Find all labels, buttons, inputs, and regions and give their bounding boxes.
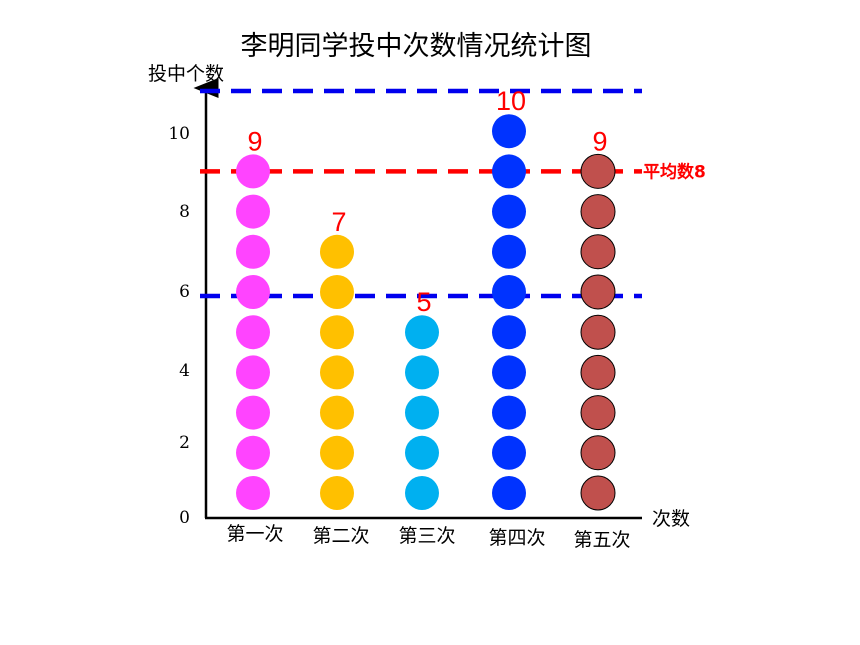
data-dot xyxy=(580,395,616,431)
y-axis-label: 投中个数 xyxy=(148,63,224,85)
data-dot xyxy=(405,435,439,470)
data-dot xyxy=(320,315,354,350)
data-label: 7 xyxy=(331,207,346,237)
chart-title: 李明同学投中次数情况统计图 xyxy=(241,31,592,62)
dot-column xyxy=(405,315,439,510)
data-dot xyxy=(492,476,526,510)
data-dot xyxy=(320,435,354,470)
dot-column xyxy=(320,234,354,510)
data-dot xyxy=(236,194,270,229)
category-label: 第二次 xyxy=(312,525,369,547)
data-dot xyxy=(580,194,616,230)
data-dot xyxy=(580,354,616,390)
category-label: 第五次 xyxy=(573,529,630,551)
reference-lines: 平均数8 xyxy=(200,88,706,299)
data-label: 5 xyxy=(416,287,431,317)
dot-column xyxy=(580,153,616,511)
data-dot xyxy=(580,475,616,511)
data-dot xyxy=(492,275,526,309)
data-label: 10 xyxy=(496,86,526,116)
data-dot xyxy=(236,275,270,309)
data-dot xyxy=(236,435,270,470)
dot-columns xyxy=(236,114,616,511)
data-label: 9 xyxy=(247,126,262,156)
data-dot xyxy=(492,154,526,189)
y-tick-label: 2 xyxy=(179,433,190,453)
y-tick-label: 0 xyxy=(179,508,190,528)
data-dot xyxy=(492,114,526,149)
data-dot xyxy=(492,315,526,350)
data-dot xyxy=(320,234,354,269)
data-dot xyxy=(320,275,354,309)
x-axis-label: 次数 xyxy=(652,508,690,530)
data-dot xyxy=(580,153,616,189)
data-dot xyxy=(405,315,439,350)
category-label: 第一次 xyxy=(226,523,283,545)
data-dot xyxy=(236,315,270,350)
y-tick-label: 4 xyxy=(179,361,190,381)
data-dot xyxy=(492,355,526,390)
data-dot xyxy=(580,274,616,310)
data-dot xyxy=(320,395,354,430)
data-label: 9 xyxy=(592,126,607,156)
category-label: 第四次 xyxy=(488,527,545,549)
data-dot xyxy=(405,355,439,390)
data-dot xyxy=(236,154,270,189)
data-dot xyxy=(405,476,439,510)
y-tick-label: 6 xyxy=(179,282,190,302)
dot-column xyxy=(236,154,270,510)
category-label: 第三次 xyxy=(398,525,455,547)
data-dot xyxy=(320,476,354,510)
y-tick-label: 8 xyxy=(179,202,190,222)
data-dot xyxy=(580,234,616,270)
y-tick-label: 10 xyxy=(168,124,190,144)
data-dot xyxy=(492,395,526,430)
y-tick-labels: 0 2 4 6 8 10 xyxy=(168,124,190,528)
category-labels: 第一次 第二次 第三次 第四次 第五次 xyxy=(226,523,630,551)
data-dot xyxy=(236,395,270,430)
average-label: 平均数8 xyxy=(643,161,706,182)
data-dot xyxy=(492,435,526,470)
data-dot xyxy=(236,476,270,510)
data-dot xyxy=(580,435,616,471)
data-dot xyxy=(236,234,270,269)
data-dot xyxy=(405,395,439,430)
data-dot xyxy=(492,194,526,229)
data-dot xyxy=(580,314,616,350)
data-dot xyxy=(492,234,526,269)
data-dot xyxy=(320,355,354,390)
dot-column xyxy=(492,114,526,510)
data-dot xyxy=(236,355,270,390)
data-labels: 9 7 5 10 9 xyxy=(247,86,607,317)
